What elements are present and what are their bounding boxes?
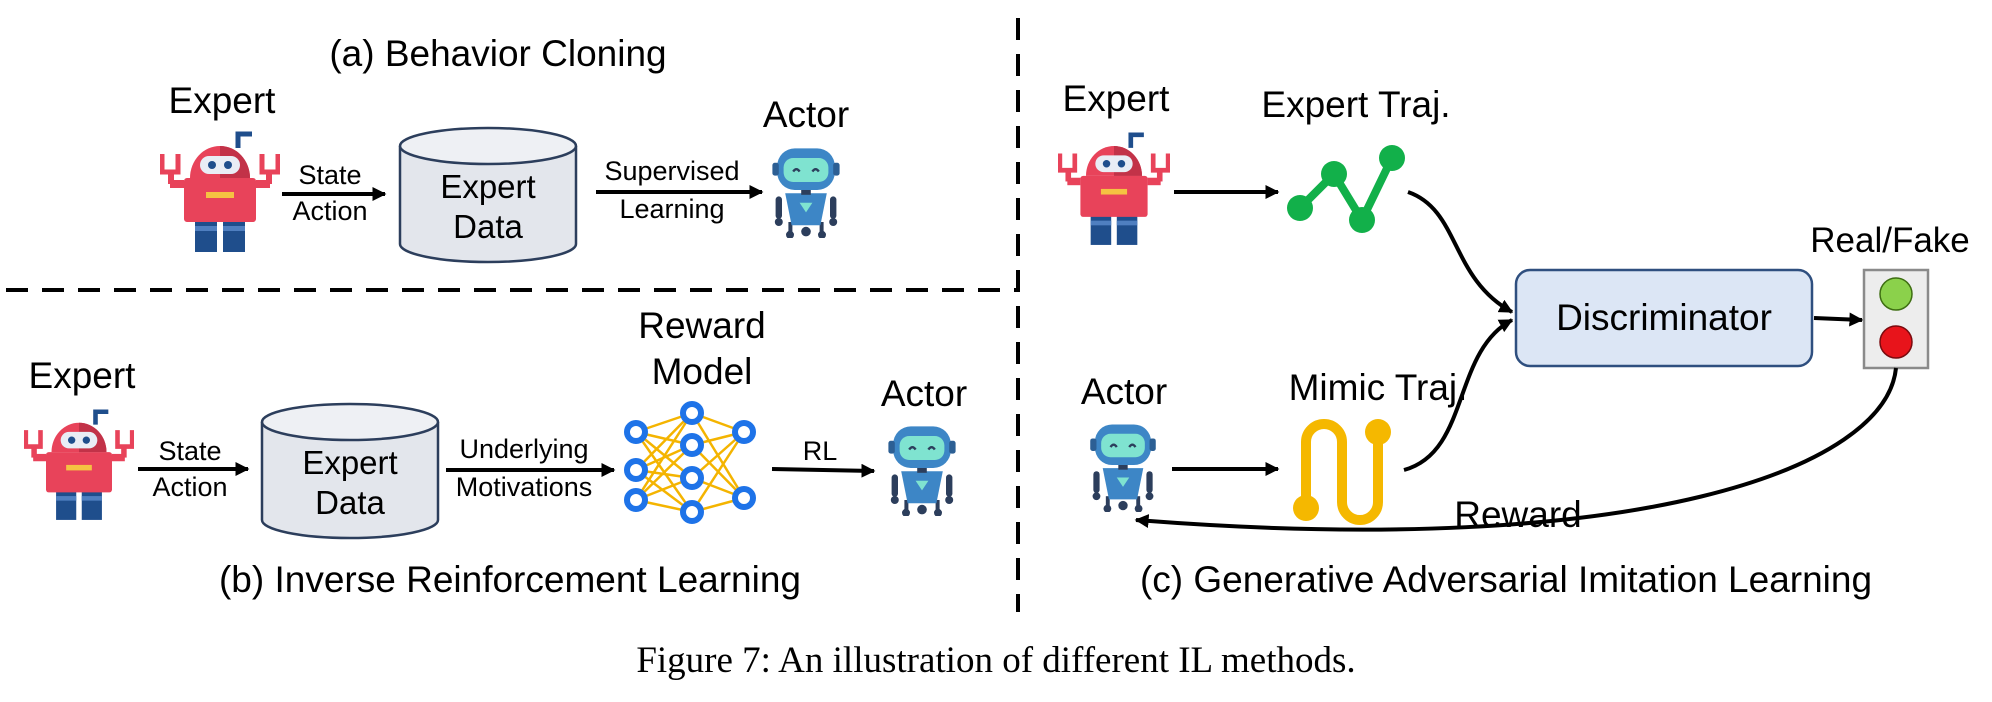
- panel-a-arrow1-line1: State: [298, 160, 361, 190]
- panel-behavior-cloning: (a) Behavior Cloning Expert State Action…: [162, 33, 849, 264]
- panel-b-actor-label: Actor: [881, 373, 967, 414]
- panel-b-reward-line2: Model: [652, 351, 753, 392]
- expert-robot-icon: [162, 134, 278, 252]
- panel-b-arrow2-line1: Underlying: [459, 434, 588, 464]
- actor-robot-icon: [1089, 423, 1157, 512]
- figure-caption: Figure 7: An illustration of different I…: [636, 640, 1355, 681]
- actor-robot-icon: [771, 147, 841, 238]
- database-icon: [260, 402, 440, 540]
- panel-b-reward-line1: Reward: [638, 305, 766, 346]
- neural-network-icon: [624, 401, 756, 524]
- panel-b-arrow-rl: [771, 463, 876, 478]
- traffic-light-icon: [1862, 268, 1930, 370]
- panel-a-title: (a) Behavior Cloning: [329, 33, 666, 74]
- panel-b-data-line1: Expert: [302, 444, 397, 481]
- panel-c-mimic-traj-label: Mimic Traj.: [1289, 367, 1468, 408]
- panel-b-arrow1-line2: Action: [152, 472, 227, 502]
- panel-c-actor-label: Actor: [1081, 371, 1167, 412]
- panel-a-expert-label: Expert: [169, 80, 277, 121]
- panel-a-arrow1-line2: Action: [292, 196, 367, 226]
- discriminator-box: [1514, 268, 1814, 368]
- panel-b-arrow1-line1: State: [158, 436, 221, 466]
- panel-inverse-rl: Expert State Action Expert Data Underlyi…: [26, 305, 967, 600]
- panel-b-data-line2: Data: [315, 484, 385, 521]
- panel-b-expert-label: Expert: [29, 355, 137, 396]
- panel-c-title: (c) Generative Adversarial Imitation Lea…: [1140, 559, 1872, 600]
- panel-c-expert-traj-label: Expert Traj.: [1261, 84, 1450, 125]
- panel-b-arrow3-label: RL: [803, 436, 838, 466]
- panel-a-arrow2-line1: Supervised: [604, 156, 739, 186]
- panel-c-expert-label: Expert: [1063, 78, 1171, 119]
- panel-a-data-line2: Data: [453, 208, 523, 245]
- actor-robot-icon: [887, 425, 957, 516]
- expert-robot-icon: [1060, 135, 1168, 245]
- real-fake-label: Real/Fake: [1810, 221, 1970, 260]
- expert-robot-icon: [26, 412, 132, 520]
- panel-c-arrow-expert-traj: [1407, 190, 1514, 314]
- panel-c-arrow-mimic-traj: [1403, 318, 1514, 472]
- panel-a-data-line1: Expert: [440, 168, 535, 205]
- database-icon: [398, 126, 578, 264]
- panel-a-actor-label: Actor: [763, 94, 849, 135]
- panel-b-title: (b) Inverse Reinforcement Learning: [219, 559, 801, 600]
- panel-gail: Expert Expert Traj. Actor Mimic Traj. Di…: [1060, 78, 1970, 600]
- panel-b-arrow2-line2: Motivations: [456, 472, 593, 502]
- discriminator-label: Discriminator: [1556, 297, 1772, 338]
- panel-c-arrow-reward: [1134, 367, 1898, 532]
- expert-trajectory-icon: [1287, 145, 1405, 233]
- reward-label: Reward: [1454, 494, 1582, 535]
- panel-a-arrow2-line2: Learning: [619, 194, 724, 224]
- mimic-trajectory-icon: [1293, 419, 1391, 525]
- panel-c-arrow-discriminator: [1813, 312, 1864, 327]
